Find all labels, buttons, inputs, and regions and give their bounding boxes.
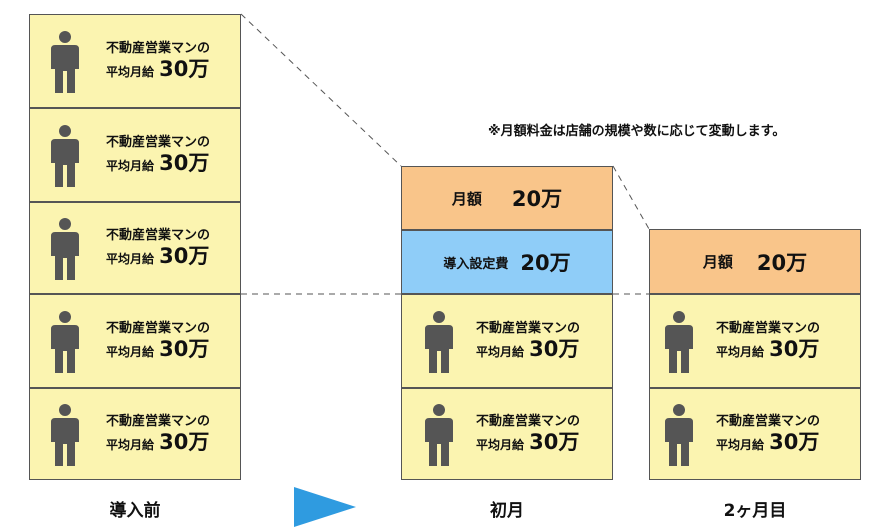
worker-salary-label: 平均月給 bbox=[106, 251, 155, 266]
worker-salary-label: 平均月給 bbox=[106, 344, 155, 359]
worker-salary-label: 平均月給 bbox=[106, 437, 155, 452]
worker-box: 不動産営業マンの 平均月給 30万 bbox=[29, 294, 241, 388]
person-icon bbox=[51, 125, 79, 187]
person-icon bbox=[425, 404, 453, 466]
monthly-fee-label: 月額 bbox=[702, 253, 733, 271]
right-arrow-icon bbox=[294, 487, 356, 527]
price-note: ※月額料金は店舗の規模や数に応じて変動します。 bbox=[488, 124, 786, 139]
column-label-before: 導入前 bbox=[109, 501, 161, 521]
worker-salary-label: 平均月給 bbox=[476, 437, 525, 452]
person-icon bbox=[665, 404, 693, 466]
worker-title: 不動産営業マンの bbox=[716, 321, 821, 336]
person-icon bbox=[51, 31, 79, 93]
person-icon bbox=[51, 404, 79, 466]
worker-box: 不動産営業マンの 平均月給 30万 bbox=[401, 294, 613, 388]
monthly-fee-box: 月額 20万 bbox=[649, 229, 861, 294]
worker-box: 不動産営業マンの 平均月給 30万 bbox=[29, 202, 241, 294]
setup-fee-box: 導入設定費 20万 bbox=[401, 230, 613, 294]
worker-salary-value: 30万 bbox=[159, 150, 210, 175]
monthly-fee-box: 月額 20万 bbox=[401, 166, 613, 230]
worker-box: 不動産営業マンの 平均月給 30万 bbox=[29, 388, 241, 480]
column-label-first-month: 初月 bbox=[490, 501, 524, 521]
worker-salary-label: 平均月給 bbox=[716, 344, 765, 359]
worker-salary-value: 30万 bbox=[159, 56, 210, 81]
worker-title: 不動産営業マンの bbox=[476, 321, 581, 336]
worker-salary-value: 30万 bbox=[529, 429, 580, 454]
worker-salary-label: 平均月給 bbox=[106, 158, 155, 173]
worker-salary-value: 30万 bbox=[159, 243, 210, 268]
monthly-fee-label: 月額 bbox=[451, 189, 482, 208]
worker-title: 不動産営業マンの bbox=[476, 414, 581, 429]
worker-box: 不動産営業マンの 平均月給 30万 bbox=[29, 14, 241, 108]
worker-salary-label: 平均月給 bbox=[106, 64, 155, 79]
worker-salary-label: 平均月給 bbox=[476, 344, 525, 359]
person-icon bbox=[665, 311, 693, 373]
worker-title: 不動産営業マンの bbox=[106, 41, 211, 56]
person-icon bbox=[51, 311, 79, 373]
worker-title: 不動産営業マンの bbox=[106, 321, 211, 336]
worker-box: 不動産営業マンの 平均月給 30万 bbox=[401, 388, 613, 480]
worker-title: 不動産営業マンの bbox=[106, 135, 211, 150]
worker-box: 不動産営業マンの 平均月給 30万 bbox=[29, 108, 241, 202]
worker-salary-value: 30万 bbox=[769, 429, 820, 454]
setup-fee-value: 20万 bbox=[520, 251, 571, 275]
monthly-fee-value: 20万 bbox=[756, 250, 808, 275]
setup-fee-label: 導入設定費 bbox=[443, 256, 509, 272]
dashed-line-right-top bbox=[612, 165, 650, 230]
person-icon bbox=[425, 311, 453, 373]
person-icon bbox=[51, 218, 79, 280]
worker-salary-value: 30万 bbox=[769, 336, 820, 361]
worker-title: 不動産営業マンの bbox=[106, 228, 211, 243]
worker-title: 不動産営業マンの bbox=[716, 414, 821, 429]
monthly-fee-value: 20万 bbox=[511, 187, 563, 211]
column-label-second-month: 2ヶ月目 bbox=[723, 501, 787, 521]
worker-salary-value: 30万 bbox=[159, 429, 210, 454]
worker-salary-label: 平均月給 bbox=[716, 437, 765, 452]
worker-title: 不動産営業マンの bbox=[106, 414, 211, 429]
worker-box: 不動産営業マンの 平均月給 30万 bbox=[649, 388, 861, 480]
worker-salary-value: 30万 bbox=[159, 336, 210, 361]
worker-box: 不動産営業マンの 平均月給 30万 bbox=[649, 294, 861, 388]
dashed-line-top bbox=[240, 13, 402, 167]
worker-salary-value: 30万 bbox=[529, 336, 580, 361]
